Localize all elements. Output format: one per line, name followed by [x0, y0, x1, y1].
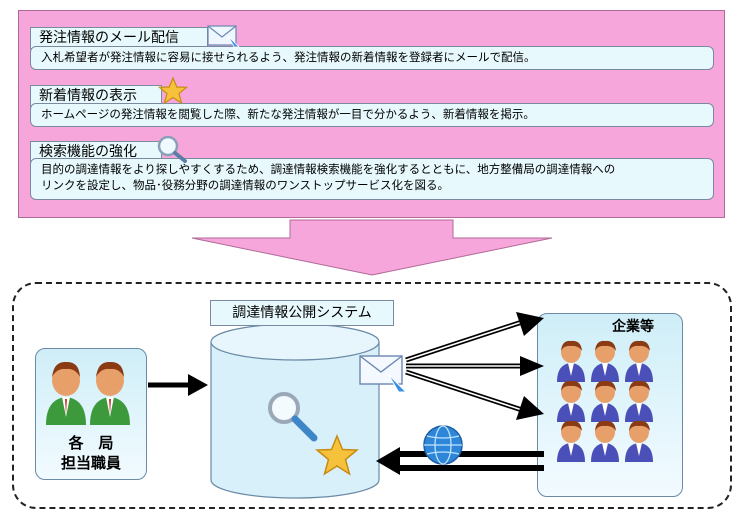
mail-icon [207, 25, 240, 50]
system-frame [12, 282, 732, 509]
feature-title-mail: 発注情報のメール配信 [30, 27, 208, 49]
feature-title-text: 発注情報のメール配信 [39, 30, 179, 46]
feature-desc-line2: リンクを設定し、物品･役務分野の調達情報のワンストップサービス化を図る。 [41, 178, 450, 192]
staff-label-line2: 担当職員 [60, 454, 121, 472]
upload-arrow [148, 374, 208, 396]
globe-icon [423, 425, 463, 465]
feature-title-search: 検索機能の強化 [30, 141, 162, 163]
feature-title-text: 新着情報の表示 [39, 88, 137, 104]
feature-desc-new: ホームページの発注情報を閲覧した際、新たな発注情報が一目で分かるよう、新着情報を… [30, 103, 714, 127]
new-star-icon [315, 434, 359, 476]
distribution-arrows [405, 312, 544, 420]
feature-desc-text: 入札希望者が発注情報に容易に接せられるよう、発注情報の新着情報を登録者にメールで… [41, 50, 536, 64]
feature-desc-search: 目的の調達情報をより探しやすくするため、調達情報検索機能を強化するとともに、地方… [30, 158, 714, 200]
staff-label-line1: 各 局 [68, 434, 114, 452]
feature-title-text: 検索機能の強化 [39, 144, 137, 160]
feature-desc-text: ホームページの発注情報を閲覧した際、新たな発注情報が一目で分かるよう、新着情報を… [41, 107, 535, 121]
access-arrows [376, 447, 544, 475]
mail-send-icon [359, 355, 408, 396]
feature-desc-line1: 目的の調達情報をより探しやすくするため、調達情報検索機能を強化するとともに、地方… [41, 162, 616, 176]
star-icon [158, 76, 188, 105]
magnifier-icon [157, 135, 187, 163]
feature-title-new: 新着情報の表示 [30, 85, 162, 107]
company-people-icon [557, 340, 653, 462]
system-title-text: 調達情報公開システム [232, 305, 372, 321]
search-icon [268, 392, 318, 442]
system-title: 調達情報公開システム [210, 300, 394, 326]
feature-desc-mail: 入札希望者が発注情報に容易に接せられるよう、発注情報の新着情報を登録者にメールで… [30, 46, 714, 70]
staff-people-icon [46, 361, 130, 425]
company-label: 企業等 [612, 319, 654, 335]
